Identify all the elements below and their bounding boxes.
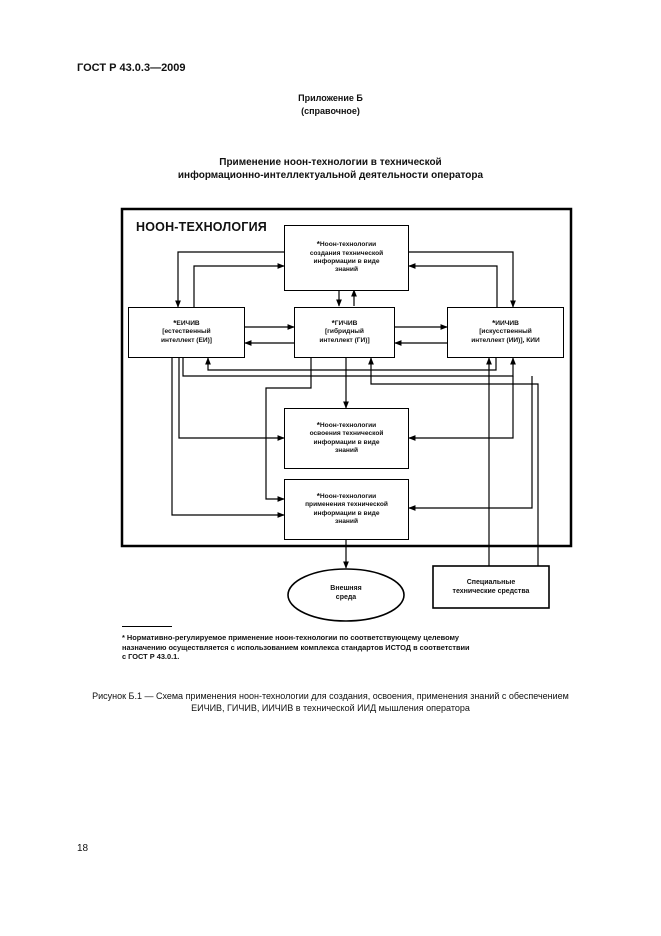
footnote-marker: * (173, 319, 177, 329)
document-header: ГОСТ Р 43.0.3—2009 (77, 62, 186, 74)
annex-label: Приложение Б (298, 93, 363, 103)
external-environment-ellipse (287, 568, 405, 622)
application-line4: знаний (334, 517, 359, 525)
creation-line3: информации в виде (313, 258, 380, 265)
special-tools-box (432, 565, 550, 609)
footnote-line1: * Нормативно-регулируемое применение ноо… (122, 633, 459, 642)
footnote-marker: * (316, 240, 320, 250)
iichiv-box: *ИИЧИВ [искусственный интеллект (ИИ)], К… (447, 307, 564, 358)
tools-line1: Специальные (466, 579, 516, 586)
footnote-rule (122, 626, 172, 627)
footnote-marker: * (316, 491, 320, 501)
footnote: * Нормативно-регулируемое применение ноо… (122, 633, 562, 662)
mastering-line1: Ноон-технологии (319, 421, 377, 429)
footnote-line3: с ГОСТ Р 43.0.1. (122, 652, 180, 662)
footnote-line2: назначению осуществляется с использовани… (122, 642, 470, 652)
footnote-marker: * (492, 319, 496, 329)
mastering-line4: знаний (334, 446, 359, 454)
gichiv-box: *ГИЧИВ [гибридный интеллект (ГИ)] (294, 307, 395, 358)
eichiv-line2: [естественный (162, 328, 211, 336)
environment-line2: среда (335, 594, 357, 601)
creation-line4: знаний (334, 266, 359, 274)
footnote-marker: * (316, 420, 320, 430)
environment-line1: Внешняя (330, 585, 362, 592)
creation-line2: создания технической (309, 249, 384, 257)
footnote-marker: * (331, 319, 335, 329)
figure-title-line1: Применение ноон-технологии в технической (219, 157, 442, 168)
figure-caption: Рисунок Б.1 — Схема применения ноон-техн… (40, 690, 621, 714)
iichiv-line2: [искусственный (479, 328, 532, 336)
application-line2: применения технической (305, 501, 388, 509)
external-environment-label: Внешняя среда (300, 584, 392, 602)
mastering-line2: освоения технической (309, 430, 384, 438)
eichiv-line3: интеллект (ЕИ)] (161, 336, 212, 344)
caption-line2: ЕИЧИВ, ГИЧИВ, ИИЧИВ в технической ИИД мы… (191, 703, 470, 713)
mastering-line3: информации в виде (313, 438, 380, 446)
iichiv-line1: ИИЧИВ (495, 320, 519, 328)
gichiv-line3: интеллект (ГИ)] (319, 336, 370, 344)
mastering-technology-box: *Ноон-технологии освоения технической ин… (284, 408, 409, 469)
tools-line2: технические средства (452, 588, 530, 595)
iichiv-line3: интеллект (ИИ)], КИИ (471, 336, 540, 344)
special-tools-label: Специальные технические средства (434, 578, 548, 596)
frame-label: НООН-ТЕХНОЛОГИЯ (136, 220, 267, 234)
eichiv-line1: ЕИЧИВ (176, 320, 200, 328)
application-technology-box: *Ноон-технологии применения технической … (284, 479, 409, 540)
annex-status: (справочное) (301, 106, 360, 116)
gichiv-line2: [гибридный (324, 328, 364, 336)
caption-line1: Рисунок Б.1 — Схема применения ноон-техн… (92, 691, 569, 701)
gichiv-line1: ГИЧИВ (334, 320, 358, 328)
application-line1: Ноон-технологии (319, 492, 377, 500)
figure-title-line2: информационно-интеллектуальной деятельно… (177, 170, 484, 181)
application-line3: информации в виде (313, 509, 380, 517)
creation-technology-box: *Ноон-технологии создания технической ин… (284, 225, 409, 291)
page-number: 18 (77, 843, 89, 854)
creation-line1: Ноон-технологии (319, 241, 377, 249)
eichiv-box: *ЕИЧИВ [естественный интеллект (ЕИ)] (128, 307, 245, 358)
